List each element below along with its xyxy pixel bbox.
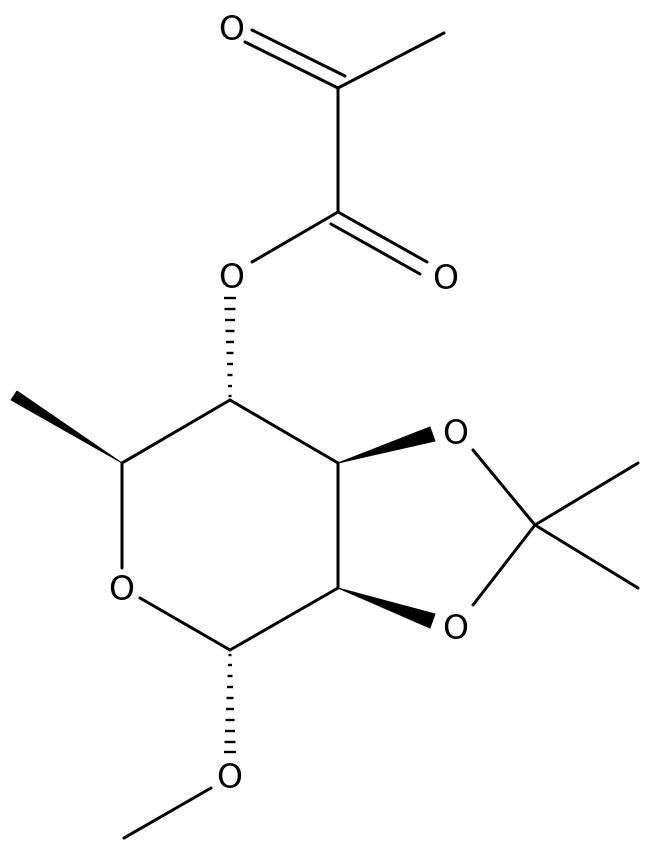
bond-ester-carbon-to-oxygen (250, 210, 340, 264)
ester-carbonyl-oxygen-label: O (433, 258, 459, 297)
bond-c4-c3 (228, 398, 340, 465)
bond-cme2-methyl-upper (533, 461, 640, 527)
bond-ketone-methyl (336, 31, 446, 90)
bond-ester-double-a (336, 210, 429, 264)
bond-c4-c5 (120, 398, 232, 465)
hashed-bond-c4-ester-oxygen (224, 296, 236, 398)
bond-dioxolane-oxygen-lower-cme2 (471, 523, 537, 607)
wedge-bond-c3-dioxolane-oxygen (337, 426, 436, 464)
ketone-oxygen-label: O (219, 9, 245, 48)
ring-oxygen-label: O (109, 569, 135, 608)
bond-methoxy-oxygen-methyl (122, 786, 213, 840)
methoxy-oxygen-label: O (217, 757, 243, 796)
dioxolane-oxygen-lower-label: O (443, 608, 469, 647)
hashed-bond-c1-methoxy-oxygen (224, 653, 236, 754)
ester-oxygen-label: O (219, 257, 245, 296)
wedge-bond-c2-dioxolane-oxygen (337, 587, 436, 629)
bond-ketone-double-b (250, 28, 347, 78)
bond-cme2-methyl-lower (533, 523, 640, 590)
bond-dioxolane-oxygen-upper-cme2 (471, 448, 537, 527)
bond-c1-ring-oxygen (138, 596, 232, 652)
bond-c2-c1 (228, 586, 340, 652)
bond-ester-double-b (329, 222, 422, 276)
bond-ketone-double-a (243, 40, 340, 90)
dioxolane-oxygen-upper-label: O (443, 413, 469, 452)
wedge-bond-c5-methyl (10, 390, 123, 464)
